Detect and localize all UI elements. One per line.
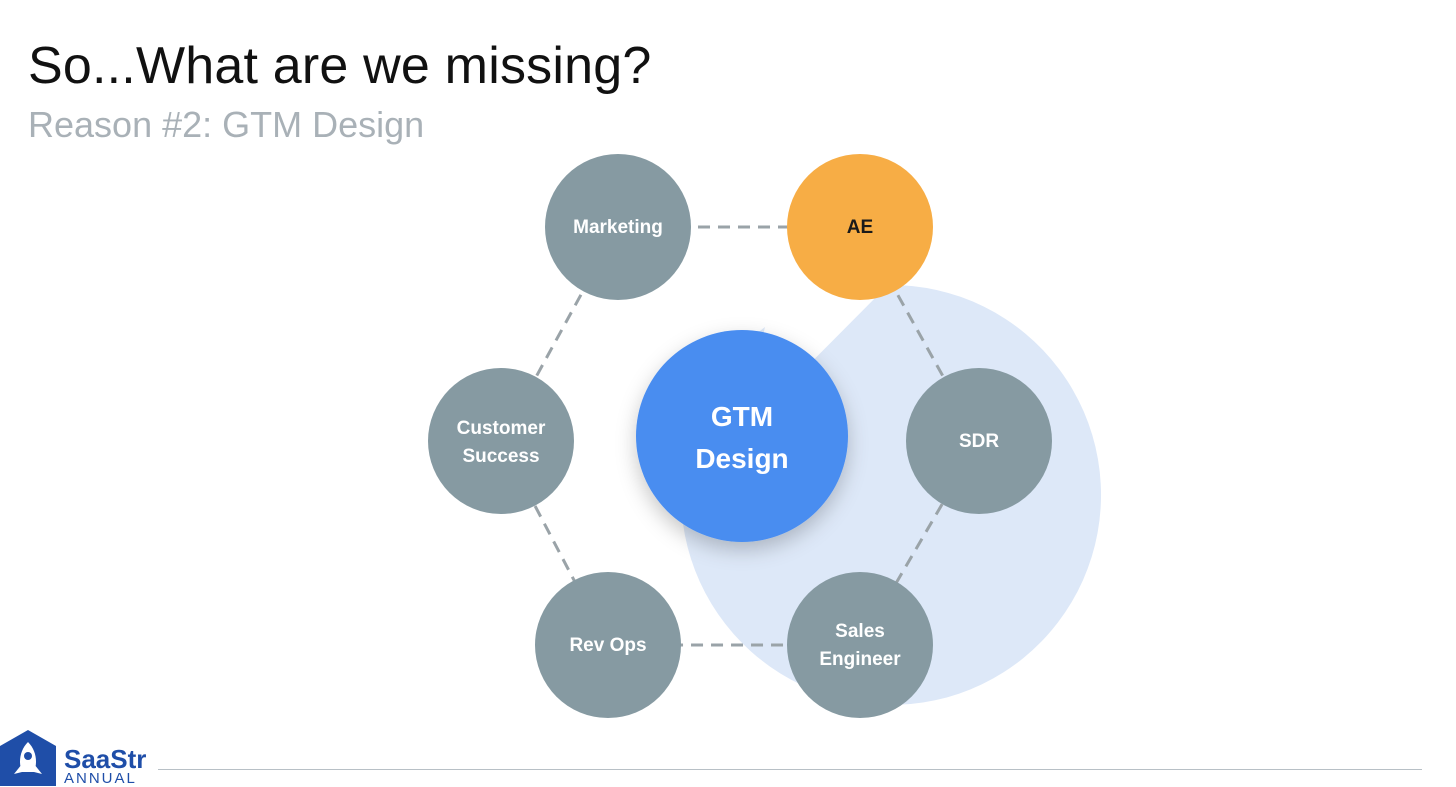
center-circle: [636, 330, 848, 542]
node-sdr-label: SDR: [959, 431, 999, 452]
slide-subtitle: Reason #2: GTM Design: [28, 104, 425, 145]
center-label-line2: Design: [695, 443, 788, 474]
node-customer-success-circle: [428, 368, 574, 514]
node-customer-success-label-line1: Customer: [457, 418, 546, 439]
brand-name: SaaStr: [64, 744, 147, 774]
center-label-line1: GTM: [711, 401, 773, 432]
node-marketing: Marketing: [545, 154, 691, 300]
rocket-icon: [0, 730, 56, 786]
slide-title: So...What are we missing?: [28, 37, 652, 95]
brand-subtitle: ANNUAL: [64, 770, 137, 787]
node-ae: AE: [787, 154, 933, 300]
node-sales-engineer-circle: [787, 572, 933, 718]
node-sdr-circle: [906, 368, 1052, 514]
footer-divider: [158, 769, 1422, 770]
node-rev-ops: Rev Ops: [535, 572, 681, 718]
node-customer-success: Customer Success: [428, 368, 574, 514]
node-ae-label: AE: [847, 217, 873, 238]
node-rev-ops-label: Rev Ops: [569, 635, 646, 656]
node-ae-circle: [787, 154, 933, 300]
node-sdr: SDR: [906, 368, 1052, 514]
node-sales-engineer-label-line2: Engineer: [819, 649, 901, 670]
node-customer-success-label-line2: Success: [462, 446, 539, 467]
node-rev-ops-circle: [535, 572, 681, 718]
node-marketing-circle: [545, 154, 691, 300]
node-sales-engineer-label-line1: Sales: [835, 621, 885, 642]
node-sales-engineer: Sales Engineer: [787, 572, 933, 718]
node-marketing-label: Marketing: [573, 217, 663, 238]
